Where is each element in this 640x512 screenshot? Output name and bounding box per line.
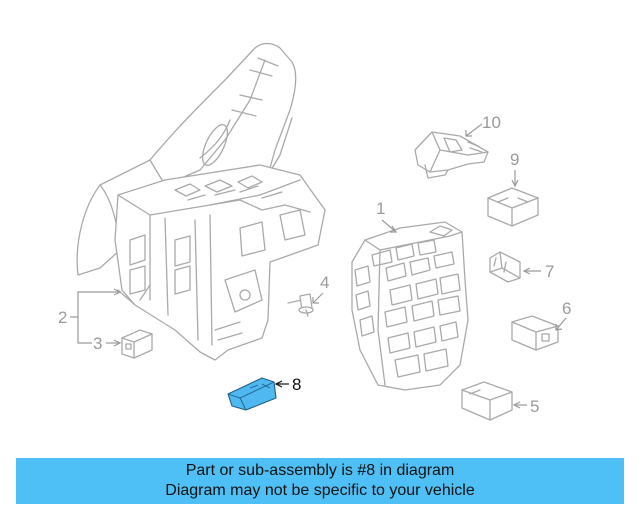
callout-9: 9 bbox=[510, 150, 519, 188]
callout-10-label: 10 bbox=[482, 113, 501, 132]
part-10-connector[interactable] bbox=[414, 131, 489, 179]
part-5-relay[interactable] bbox=[461, 381, 513, 421]
part-2-bracket-housing[interactable] bbox=[76, 42, 326, 361]
part-1-fuse-relay-box[interactable] bbox=[351, 221, 469, 391]
callout-9-label: 9 bbox=[510, 150, 519, 169]
callout-5-label: 5 bbox=[530, 397, 539, 416]
callout-3-label: 3 bbox=[93, 334, 102, 353]
info-banner: Part or sub-assembly is #8 in diagram Di… bbox=[16, 458, 624, 504]
callout-3: 3 bbox=[93, 334, 122, 353]
callout-6-label: 6 bbox=[562, 299, 571, 318]
callout-6: 6 bbox=[555, 299, 571, 331]
callout-10: 10 bbox=[465, 113, 501, 137]
part-6-relay[interactable] bbox=[511, 315, 559, 351]
callout-4: 4 bbox=[312, 273, 329, 304]
callout-1: 1 bbox=[376, 199, 398, 233]
part-8-highlighted[interactable] bbox=[227, 377, 277, 411]
callout-2: 2 bbox=[58, 288, 122, 344]
callout-8-label: 8 bbox=[292, 375, 301, 394]
callout-4-label: 4 bbox=[320, 273, 329, 292]
callout-7: 7 bbox=[522, 262, 554, 281]
part-4-bolt[interactable] bbox=[287, 293, 314, 317]
callout-7-label: 7 bbox=[545, 262, 554, 281]
banner-line-part-number: Part or sub-assembly is #8 in diagram bbox=[185, 462, 455, 479]
banner-line-disclaimer: Diagram may not be specific to your vehi… bbox=[165, 482, 475, 499]
part-7-connector[interactable] bbox=[489, 251, 521, 283]
callout-5: 5 bbox=[512, 397, 539, 416]
part-9-relay[interactable] bbox=[487, 187, 539, 227]
callout-2-label: 2 bbox=[58, 308, 67, 327]
callout-1-label: 1 bbox=[376, 199, 385, 218]
callout-8: 8 bbox=[274, 375, 301, 394]
part-3-clip[interactable] bbox=[121, 329, 153, 359]
